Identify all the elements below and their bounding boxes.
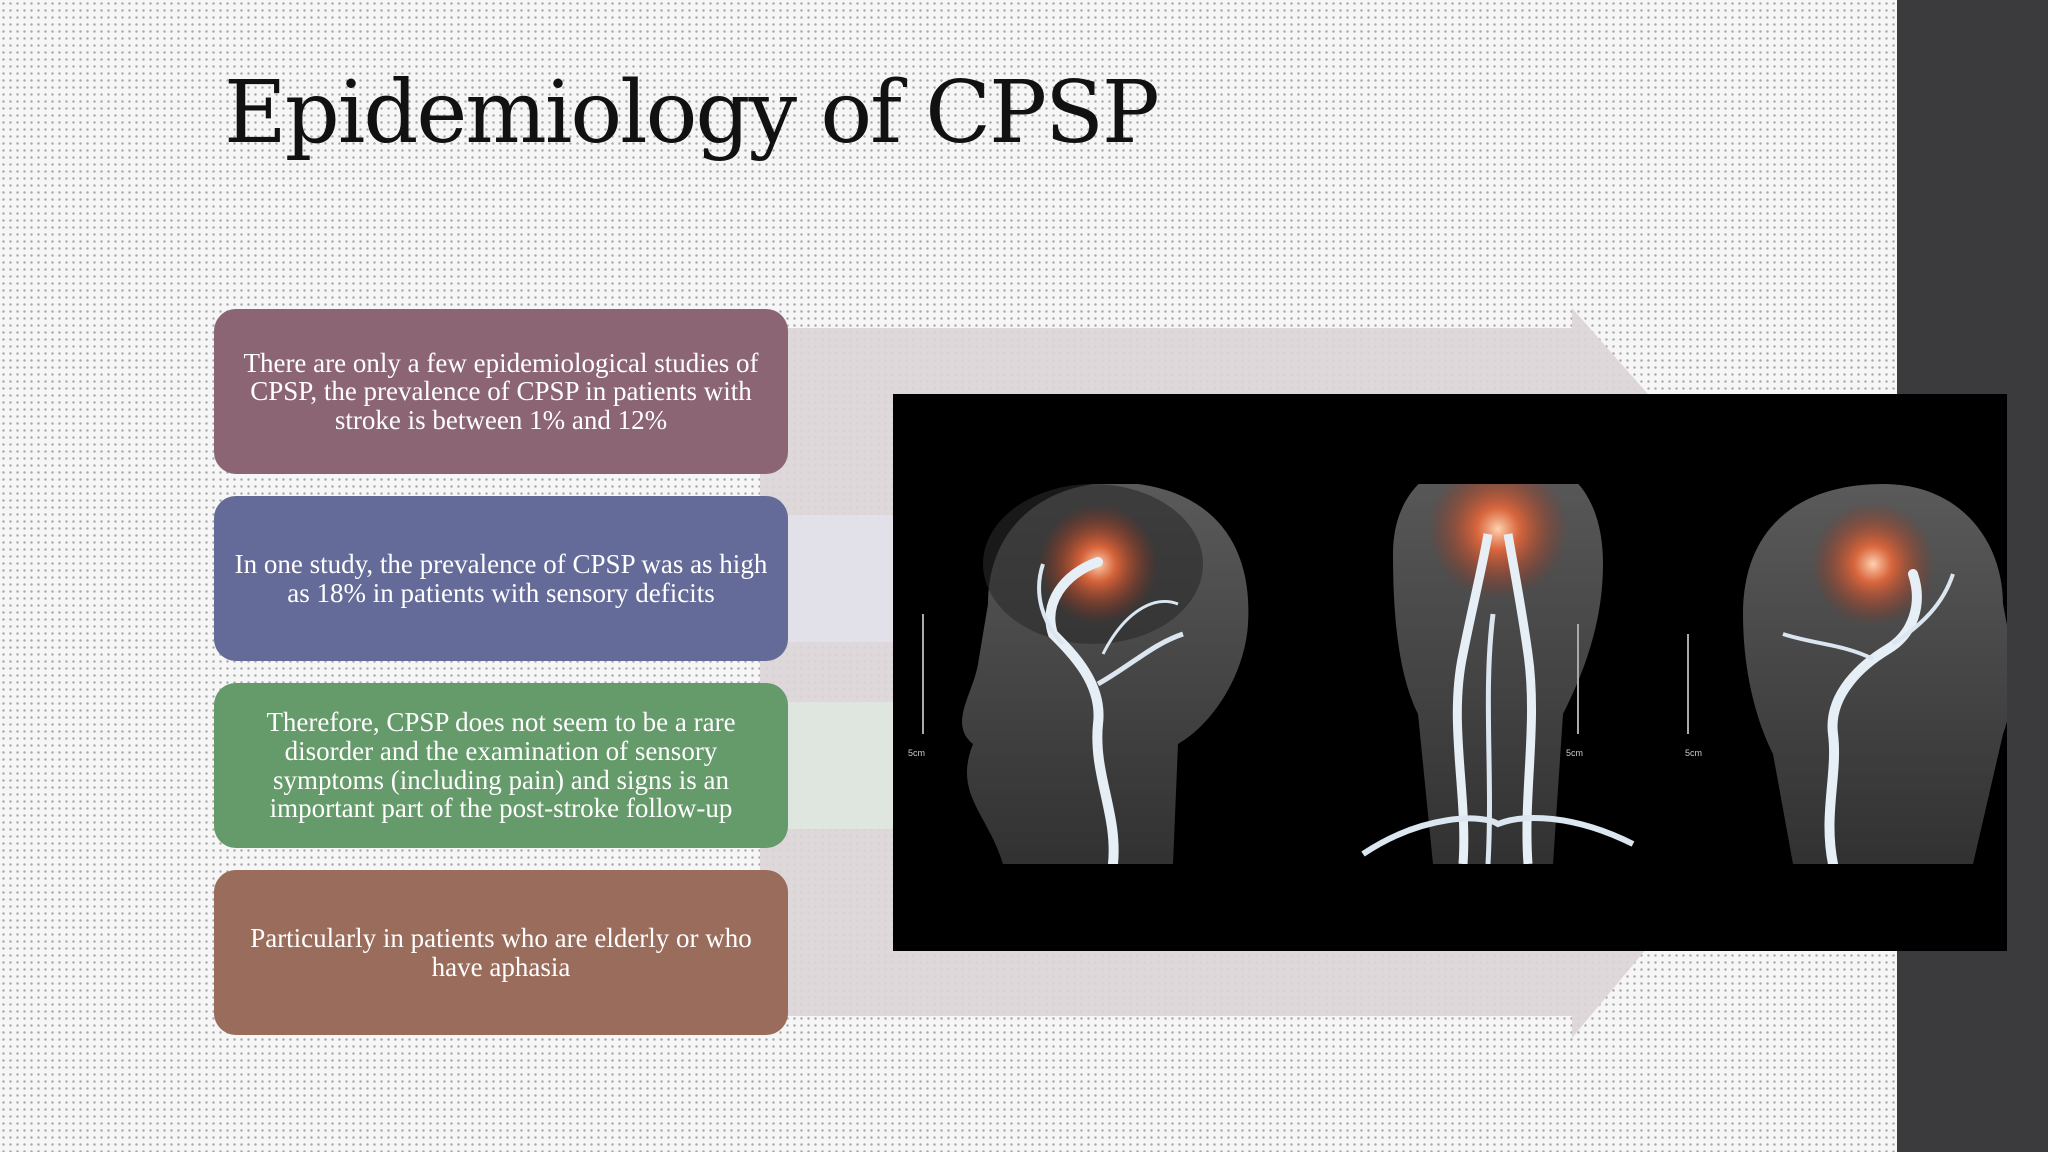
point-box-1: There are only a few epidemiological stu… (214, 309, 788, 474)
scale-label-1: 5cm (908, 748, 925, 758)
point-text-1: There are only a few epidemiological stu… (243, 347, 759, 435)
point-box-3: Therefore, CPSP does not seem to be a ra… (214, 683, 788, 848)
scale-label-3: 5cm (1685, 748, 1702, 758)
scan-left: 5cm (908, 482, 1249, 869)
scan-middle: 5cm (1361, 454, 1635, 865)
point-box-2: In one study, the prevalence of CPSP was… (214, 496, 788, 661)
slide-title: Epidemiology of CPSP (224, 63, 1160, 163)
point-text-4: Particularly in patients who are elderly… (250, 922, 752, 982)
angiography-image: 5cm 5cm 5cm (893, 394, 2007, 951)
scale-label-2: 5cm (1566, 748, 1583, 758)
point-text-2: In one study, the prevalence of CPSP was… (234, 548, 768, 608)
scan-right: 5cm (1685, 484, 2007, 869)
point-box-4: Particularly in patients who are elderly… (214, 870, 788, 1035)
point-text-3: Therefore, CPSP does not seem to be a ra… (266, 707, 736, 824)
